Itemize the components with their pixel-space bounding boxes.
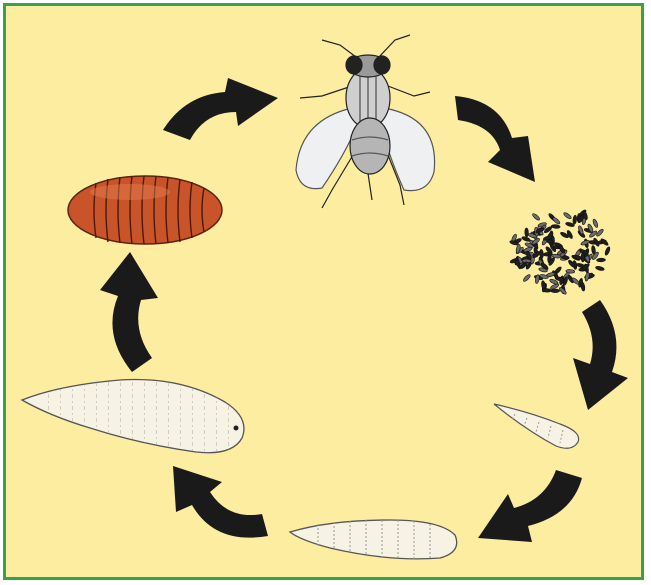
egg xyxy=(551,289,560,293)
egg xyxy=(595,266,605,272)
egg xyxy=(584,272,590,282)
egg xyxy=(522,274,531,283)
arrow-larva-to-large-larva xyxy=(173,466,268,538)
medium-larva-icon xyxy=(290,520,457,559)
egg xyxy=(551,224,560,228)
egg xyxy=(604,246,611,256)
fly-icon xyxy=(296,35,435,208)
arrow-pupa-to-fly xyxy=(163,78,278,140)
arrow-eggs-to-larva xyxy=(573,300,628,410)
eggs-icon xyxy=(509,209,611,295)
large-larva-icon xyxy=(22,379,244,454)
egg xyxy=(542,288,551,292)
arrow-fly-to-eggs xyxy=(455,96,535,182)
arrow-larva-to-larva xyxy=(478,470,582,542)
egg xyxy=(596,258,605,262)
egg xyxy=(573,254,583,260)
pupa-icon xyxy=(68,176,222,244)
egg xyxy=(572,215,577,224)
egg xyxy=(592,218,599,228)
egg xyxy=(532,213,541,222)
egg xyxy=(563,212,572,220)
small-larva-icon xyxy=(494,404,579,448)
arrow-larva-to-pupa xyxy=(100,252,158,372)
egg xyxy=(525,228,529,237)
